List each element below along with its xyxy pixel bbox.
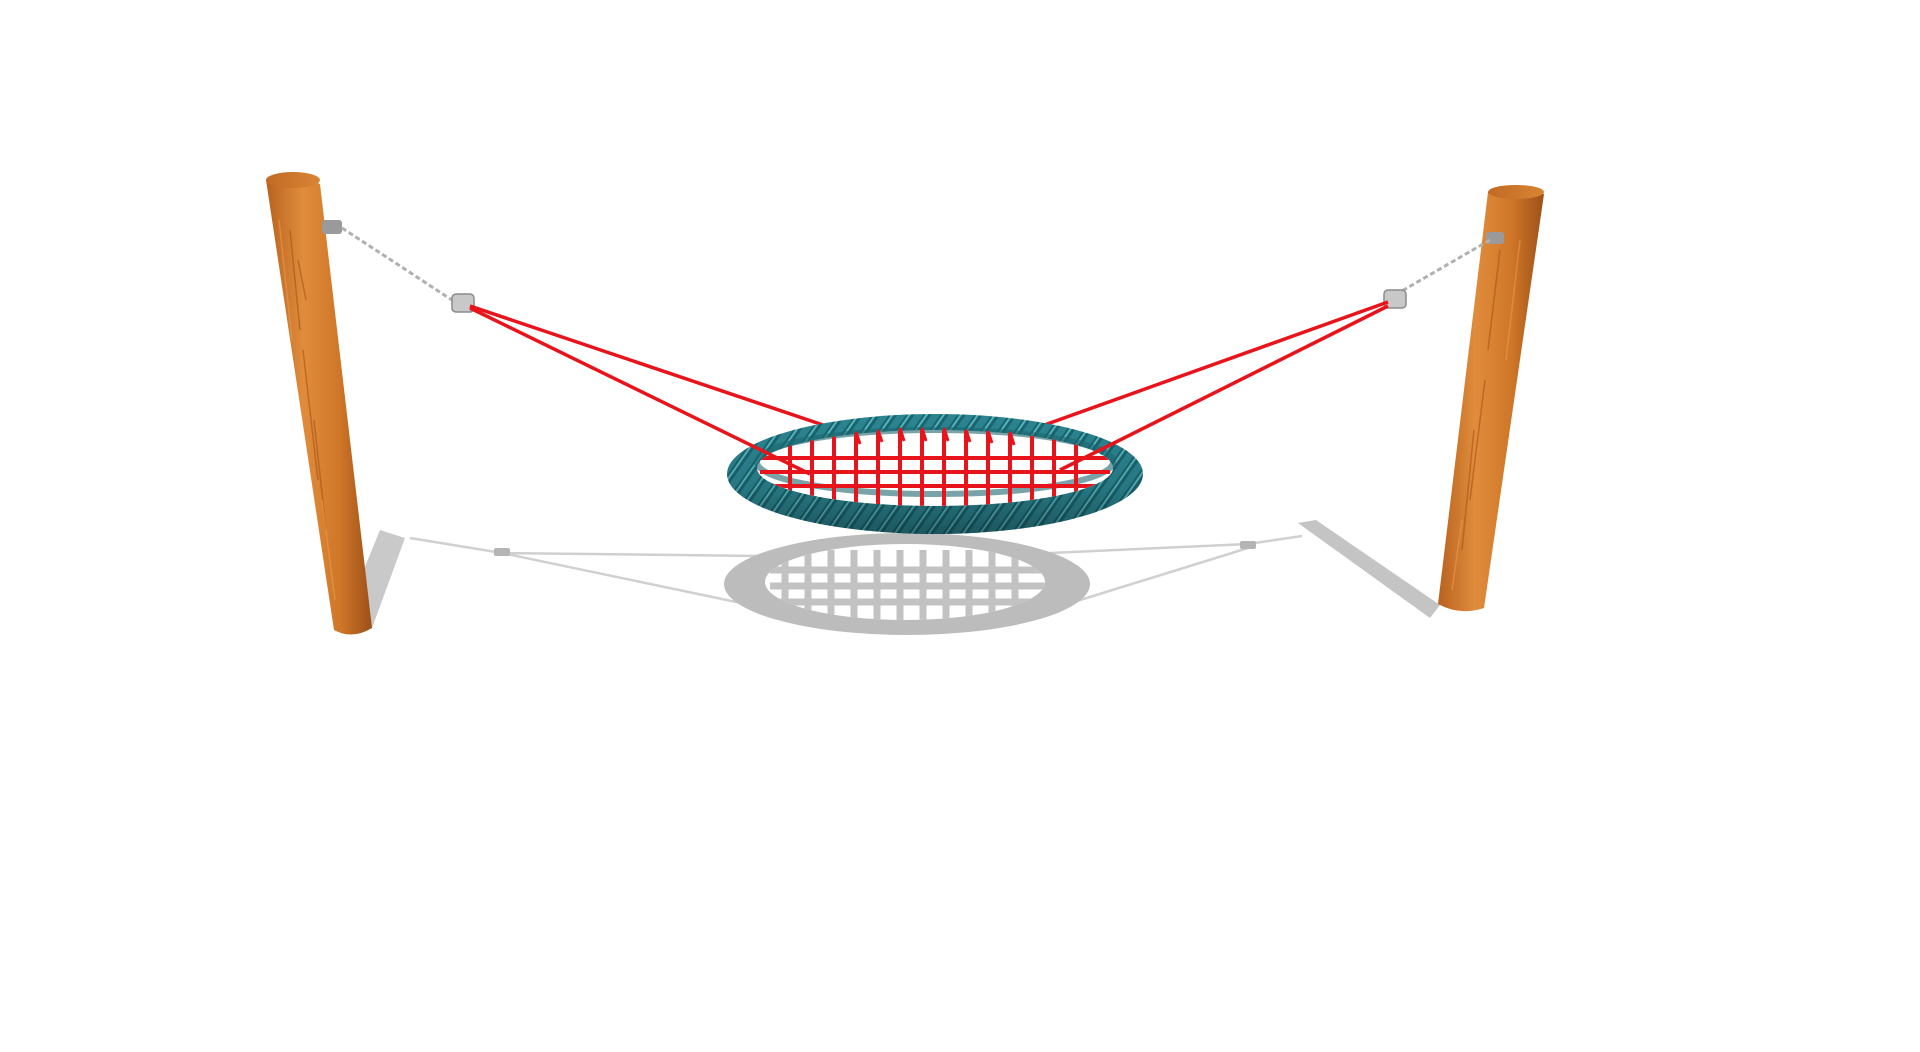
- left-wooden-post: [266, 172, 372, 635]
- net-lacing: [854, 427, 1016, 446]
- right-wooden-post: [1438, 185, 1544, 612]
- right-chain: [1383, 232, 1504, 309]
- left-chain: [322, 220, 475, 313]
- suspension-ropes-back: [469, 300, 1389, 430]
- rope-net: [760, 430, 1110, 506]
- suspension-ropes-front: [469, 304, 1389, 476]
- ground-shadow: [340, 520, 1440, 635]
